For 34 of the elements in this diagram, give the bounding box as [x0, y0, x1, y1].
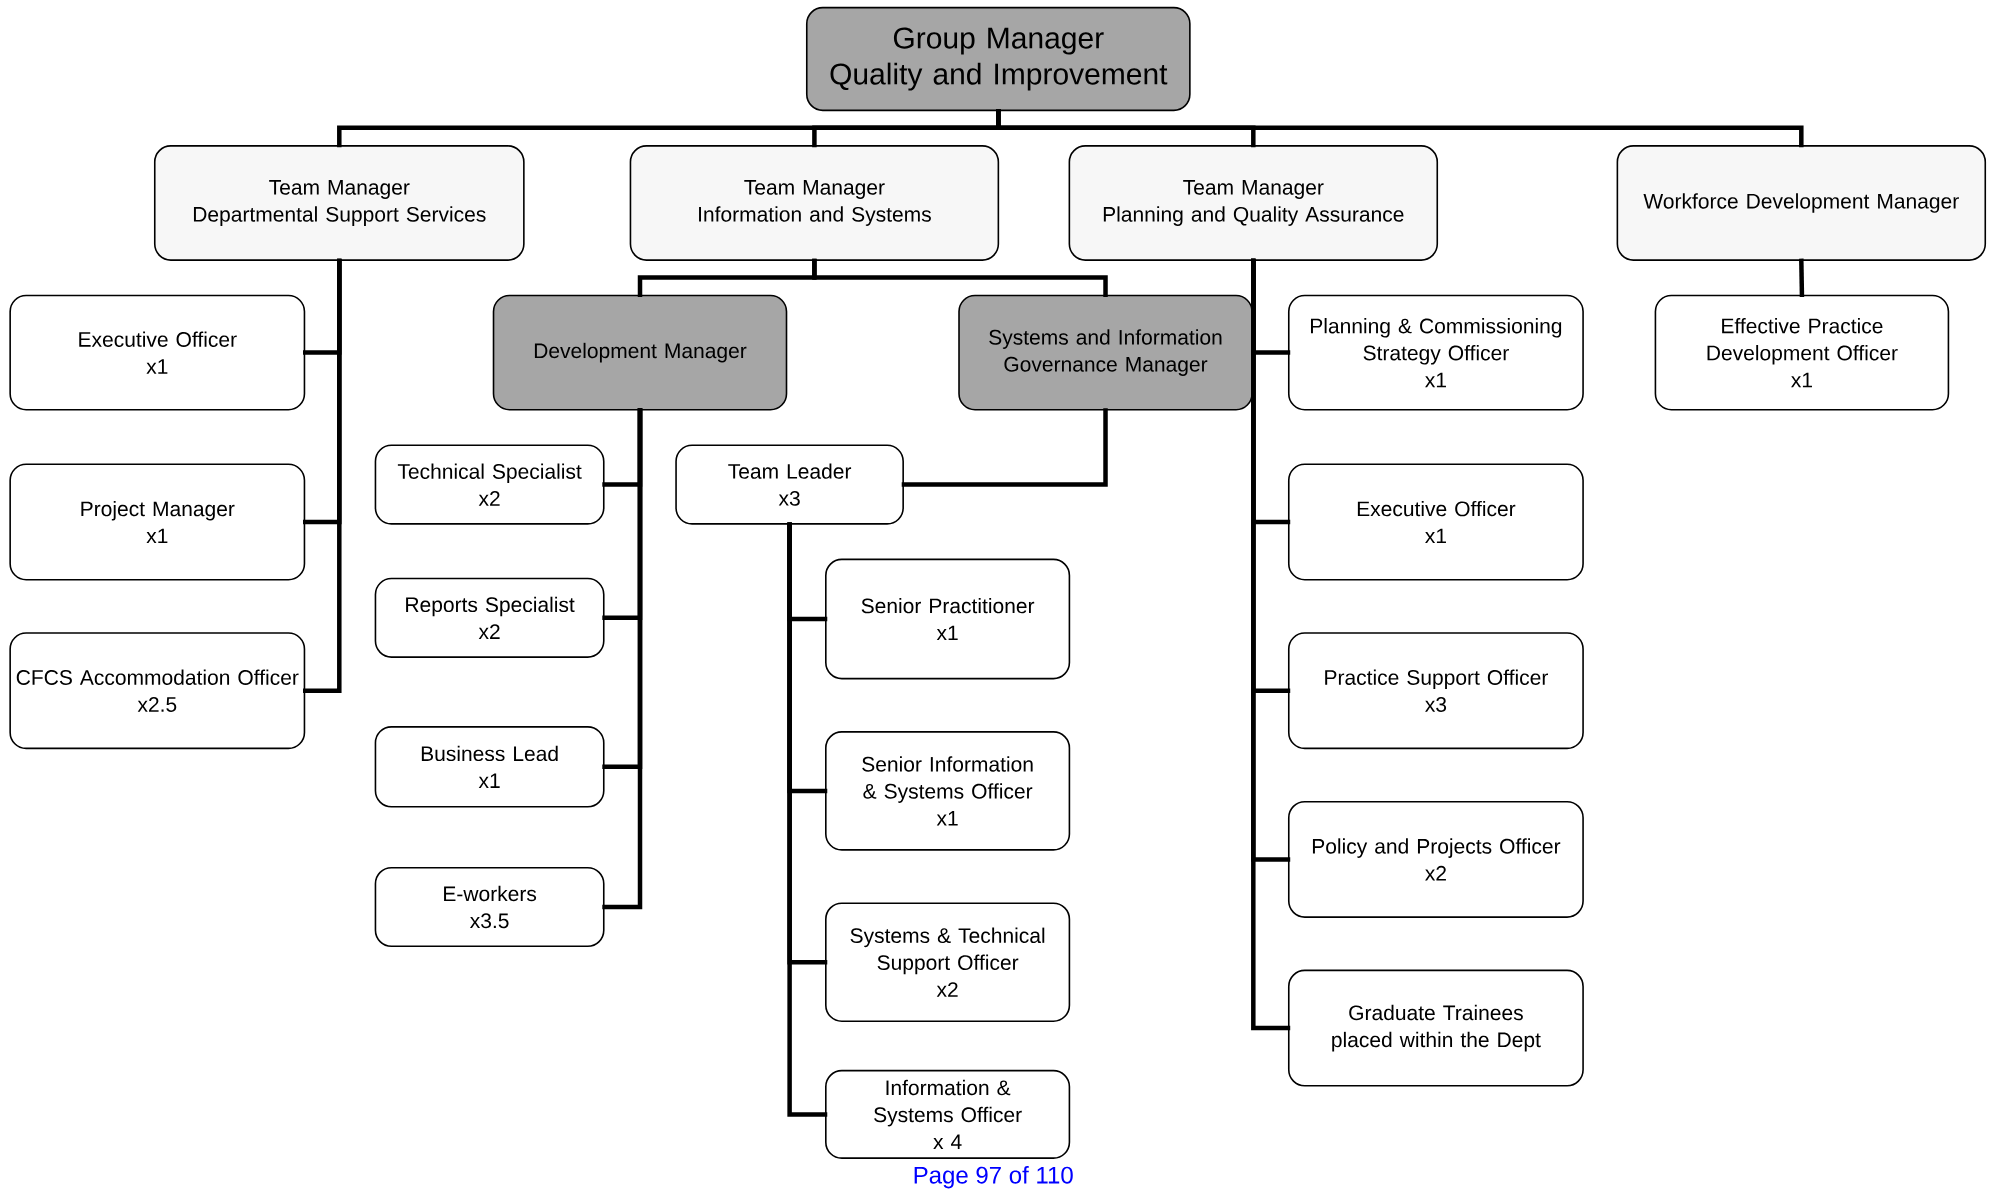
- role-box: Project Manager x1: [9, 463, 306, 581]
- role-box: Executive Officer x1: [1287, 463, 1584, 581]
- role-box: Planning & Commissioning Strategy Officer x1: [1287, 294, 1584, 411]
- role-box: Executive Officer x1: [9, 294, 306, 411]
- role-box: Information & Systems Officer x 4: [825, 1069, 1071, 1159]
- role-box: Business Lead x1: [374, 726, 605, 808]
- role-box: Practice Support Officer x3: [1287, 632, 1584, 750]
- connector-line: [901, 408, 1108, 487]
- role-box: Team Leader x3: [675, 444, 904, 525]
- connector-line: [787, 522, 828, 1117]
- manager-box: Workforce Development Manager: [1616, 145, 1987, 261]
- role-box: Senior Practitioner x1: [825, 558, 1071, 680]
- role-box: Policy and Projects Officer x2: [1287, 800, 1584, 918]
- role-box: CFCS Accommodation Officer x2.5: [9, 632, 306, 750]
- connector-line: [602, 408, 643, 910]
- page-number: Page 97 of 110: [911, 1165, 1075, 1190]
- manager-box: Team Manager Departmental Support Services: [153, 145, 525, 261]
- manager-box: Team Manager Information and Systems: [629, 145, 1000, 261]
- connector-line: [303, 258, 342, 693]
- manager-box: Systems and Information Governance Manager: [958, 294, 1253, 411]
- connector-line: [812, 258, 1108, 297]
- role-box: Graduate Trainees placed within the Dept: [1287, 969, 1584, 1087]
- connector-line: [1799, 258, 1805, 297]
- role-box: Reports Specialist x2: [374, 577, 605, 658]
- connector-line: [996, 108, 1804, 148]
- manager-box: Development Manager: [492, 294, 788, 411]
- role-box: E-workers x3.5: [374, 866, 605, 948]
- manager-box: Group Manager Quality and Improvement: [805, 6, 1191, 112]
- role-box: Technical Specialist x2: [374, 444, 605, 525]
- role-box: Senior Information & Systems Officer x1: [825, 731, 1071, 851]
- manager-box: Team Manager Planning and Quality Assurance: [1068, 145, 1439, 261]
- role-box: Systems & Technical Support Officer x2: [825, 902, 1071, 1022]
- connector-line: [1251, 258, 1291, 1031]
- role-box: Effective Practice Development Officer x1: [1654, 294, 1950, 411]
